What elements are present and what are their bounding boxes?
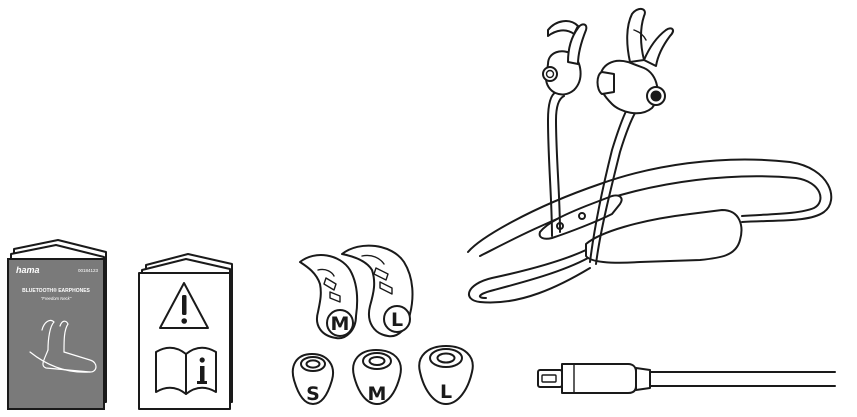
eartip-s: S: [291, 353, 334, 405]
booklet-brand: hama: [16, 265, 40, 275]
read-manual-icon: [155, 346, 217, 395]
earhook-m-label: M: [331, 313, 350, 335]
booklet-subtitle: "Freedom Neck": [41, 296, 72, 301]
earhook-l: L: [341, 244, 414, 338]
booklet: hama 00184123 BLUETOOTH® EARPHONES "Free…: [7, 239, 107, 410]
booklet-product-title: BLUETOOTH® EARPHONES: [22, 287, 90, 294]
warning-triangle-icon: [159, 282, 209, 329]
booklet-cover: [7, 258, 105, 410]
eartip-s-label: S: [306, 383, 320, 405]
safety-leaflet: [138, 253, 233, 410]
booklet-item-number: 00184123: [78, 268, 99, 273]
eartip-m: M: [352, 349, 402, 405]
neckband-earphones: [467, 8, 833, 304]
eartip-m-label: M: [368, 383, 387, 405]
earhook-l-label: L: [391, 309, 403, 331]
earhook-m: M: [299, 254, 359, 340]
eartip-l-label: L: [440, 381, 452, 403]
micro-usb-cable: [537, 363, 836, 394]
booklet-cover-earphones: [29, 319, 97, 373]
eartip-l: L: [418, 345, 474, 405]
